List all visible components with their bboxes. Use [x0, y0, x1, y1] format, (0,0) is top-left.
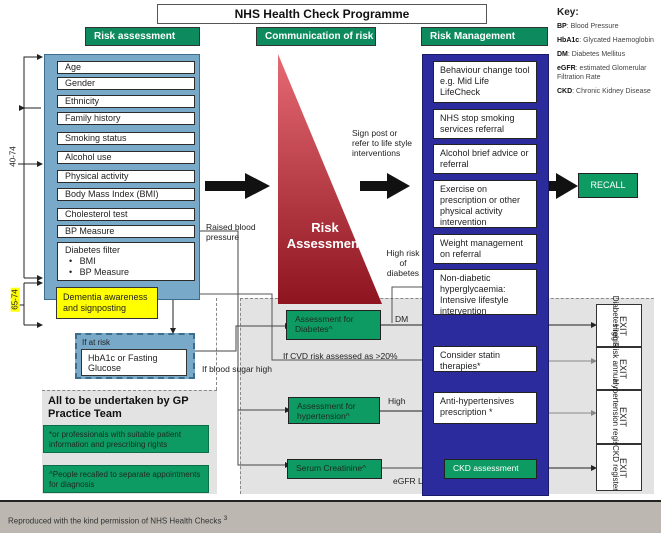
key-item: CKD: Chronic Kidney Disease — [557, 88, 651, 95]
ra-item-family-history: Family history — [57, 112, 195, 125]
high-label: High — [388, 396, 406, 406]
rm-item-alcohol: Alcohol brief advice or referral — [433, 144, 537, 174]
footer-text: Reproduced with the kind permission of N… — [8, 516, 222, 526]
at-risk-box: If at risk HbA1c or Fasting Glucose — [75, 333, 195, 379]
ra-item-bp-measure: BP Measure — [57, 225, 195, 238]
header-risk-assessment: Risk assessment — [85, 27, 200, 46]
risk-assessment-panel: Age Gender Ethnicity Family history Smok… — [44, 54, 200, 300]
ra-item-physical-activity: Physical activity — [57, 170, 195, 183]
rm-item-behaviour-change: Behaviour change tool e.g. Mid Life Life… — [433, 61, 537, 103]
ra-item-bmi: Body Mass Index (BMI) — [57, 188, 195, 201]
key-heading: Key: — [557, 7, 579, 18]
assessment-diabetes: Assessment for Diabetes^ — [286, 310, 381, 340]
rm-item-exercise: Exercise on prescription or other physic… — [433, 180, 537, 228]
ra-item-ethnicity: Ethnicity — [57, 95, 195, 108]
gp-note-recalled: ^People recalled to separate appointment… — [43, 465, 209, 493]
high-risk-diabetes-label: High risk of diabetes — [386, 248, 420, 278]
age-range-40-74: 40-74 — [8, 146, 18, 167]
at-risk-label: If at risk — [82, 338, 111, 347]
rm-item-statin: Consider statin therapies* — [433, 346, 537, 372]
dementia-box: Dementia awareness and signposting — [56, 287, 158, 319]
sign-post-label: Sign post or refer to life style interve… — [352, 128, 412, 158]
diagram-title: NHS Health Check Programme — [157, 4, 487, 24]
diabetes-filter-bullet: • BMI — [69, 256, 96, 266]
key-item: DM: Diabetes Mellitus — [557, 51, 626, 58]
hba1c-test-box: HbA1c or Fasting Glucose — [81, 349, 187, 376]
key-item: BP: Blood Pressure — [557, 23, 619, 30]
ra-item-smoking: Smoking status — [57, 132, 195, 145]
header-risk-management: Risk Management — [421, 27, 548, 46]
serum-creatinine: Serum Creatinine^ — [287, 459, 382, 479]
key-item: HbA1c: Glycated Haemoglobin — [557, 37, 654, 44]
recall-box: RECALL — [578, 173, 638, 198]
footer-ref: 3 — [223, 515, 228, 522]
rm-item-stop-smoking: NHS stop smoking services referral — [433, 109, 537, 139]
triangle-label-line: Risk — [311, 220, 339, 235]
divider — [216, 298, 217, 390]
key-legend: Key: BP: Blood Pressure HbA1c: Glycated … — [557, 8, 657, 101]
risk-management-panel: Behaviour change tool e.g. Mid Life Life… — [422, 54, 549, 496]
ra-item-age: Age — [57, 61, 195, 74]
raised-bp-label: Raised blood pressure — [206, 222, 256, 242]
triangle-label-line: Assessment — [286, 236, 364, 251]
ra-item-gender: Gender — [57, 77, 195, 90]
ra-item-alcohol: Alcohol use — [57, 151, 195, 164]
cvd-risk-label: If CVD risk assessed as >20% — [283, 351, 398, 361]
triangle-label: Risk Assessment — [285, 220, 365, 252]
footer-caption: Reproduced with the kind permission of N… — [0, 500, 661, 533]
diabetes-filter-title: Diabetes filter — [65, 245, 121, 255]
rm-item-weight: Weight management on referral — [433, 234, 537, 264]
assessment-hypertension: Assessment for hypertension^ — [288, 397, 380, 424]
ra-item-cholesterol: Cholesterol test — [57, 208, 195, 221]
ra-item-diabetes-filter: Diabetes filter • BMI • BP Measure — [57, 242, 195, 281]
age-range-65-74: 65-74 — [10, 287, 20, 312]
gp-note-professionals: *or professionals with suitable patient … — [43, 425, 209, 453]
dm-label: DM — [395, 314, 409, 324]
blood-sugar-label: If blood sugar high — [202, 364, 272, 374]
egfr-low-label: eGFR Low — [393, 476, 434, 486]
ckd-assessment: CKD assessment — [444, 459, 537, 479]
rm-item-anti-hypertensives: Anti-hypertensives prescription * — [433, 392, 537, 424]
risk-assessment-triangle — [278, 54, 382, 304]
gp-team-title: All to be undertaken by GP Practice Team — [48, 395, 189, 420]
key-item: eGFR: estimated Glomerular Filtration Ra… — [557, 65, 647, 81]
rm-item-hyperglycaemia: Non-diabetic hyperglycaemia: Intensive l… — [433, 269, 537, 316]
diabetes-filter-bullet: • BP Measure — [69, 267, 130, 277]
header-communication: Communication of risk — [256, 27, 376, 46]
